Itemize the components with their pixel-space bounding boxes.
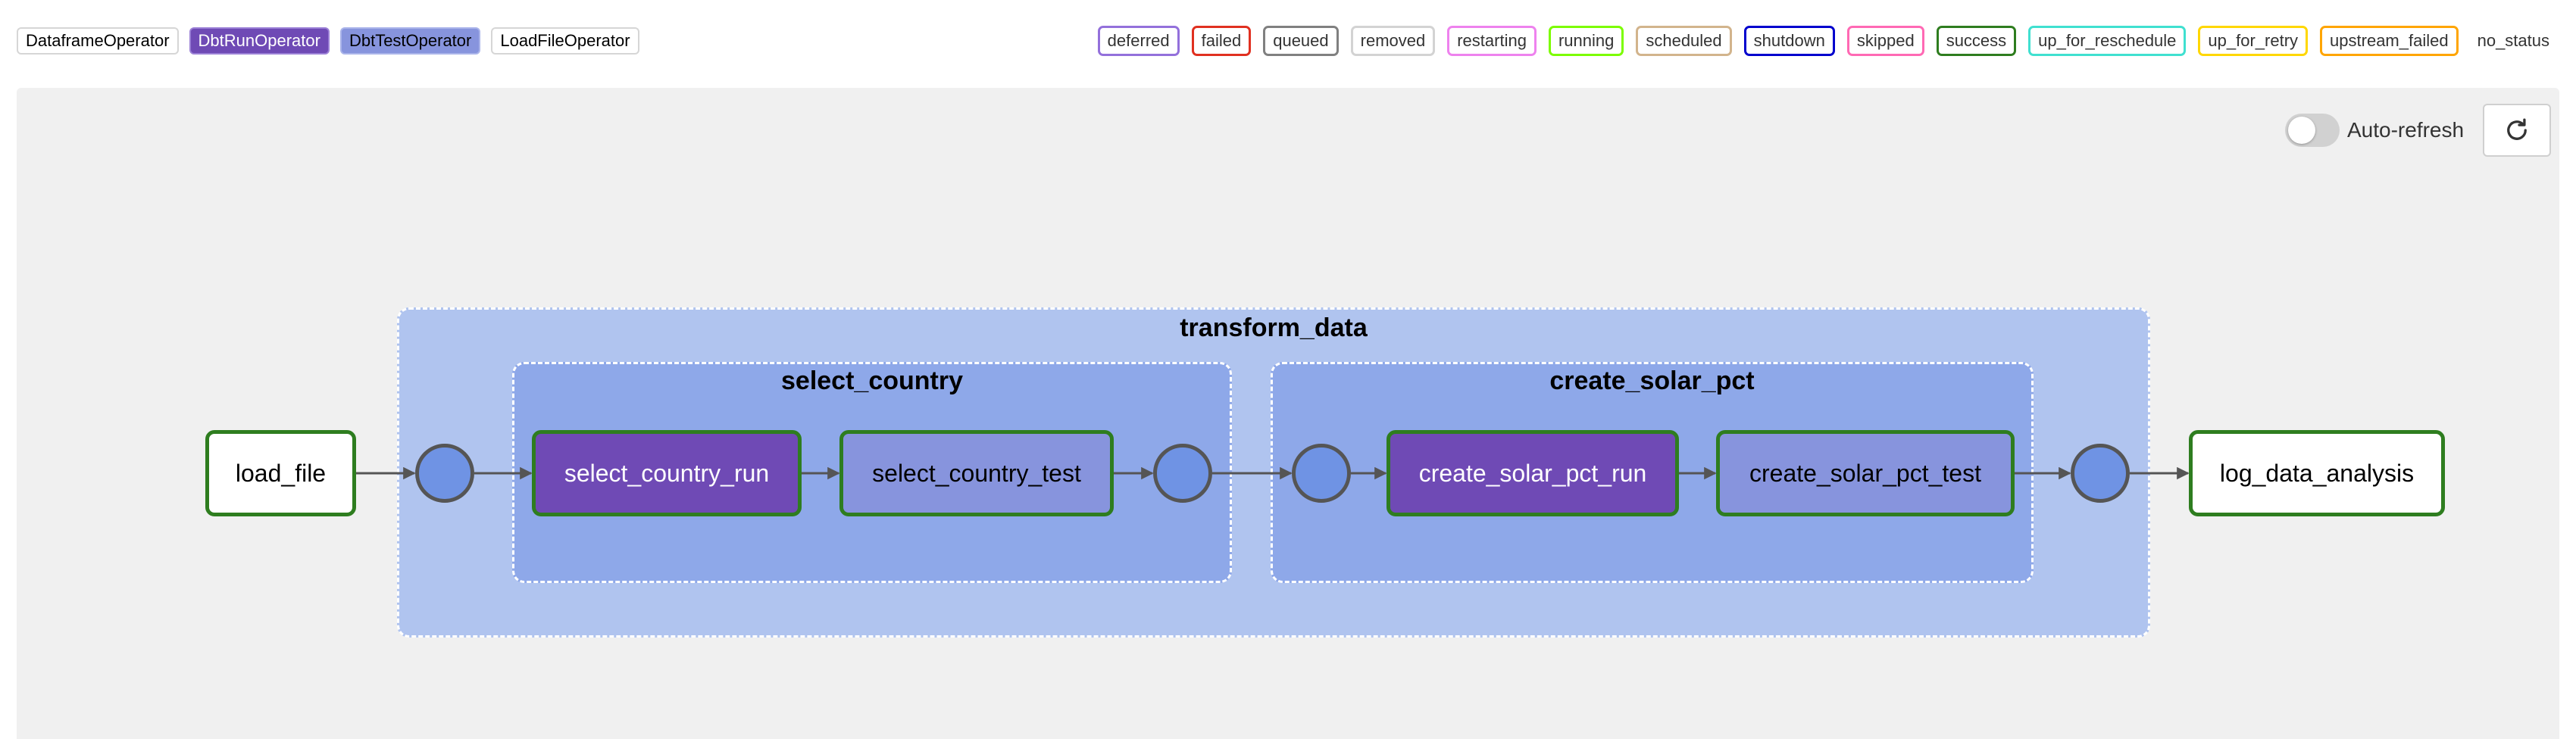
state-legend-chip: skipped: [1846, 26, 1924, 56]
operator-legend-chip: LoadFileOperator: [491, 27, 639, 55]
task-select-country-test[interactable]: select_country_test: [839, 430, 1114, 516]
join-node[interactable]: [1153, 444, 1212, 503]
state-legend-chip: upstream_failed: [2320, 26, 2459, 56]
state-legend: deferred failed queued removed restarting run…: [1086, 26, 2559, 56]
join-node[interactable]: [1292, 444, 1351, 503]
group-title: transform_data: [1180, 313, 1368, 342]
state-legend-chip: restarting: [1447, 26, 1537, 56]
group-title: select_country: [781, 366, 963, 395]
auto-refresh-toggle[interactable]: Auto-refresh: [2285, 114, 2464, 147]
task-create-solar-pct-run[interactable]: create_solar_pct_run: [1386, 430, 1679, 516]
state-legend-chip: up_for_reschedule: [2028, 26, 2187, 56]
task-load-file[interactable]: load_file: [205, 430, 356, 516]
task-create-solar-pct-test[interactable]: create_solar_pct_test: [1716, 430, 2015, 516]
state-legend-chip: failed: [1191, 26, 1252, 56]
state-legend-chip: shutdown: [1743, 26, 1835, 56]
join-node[interactable]: [2071, 444, 2130, 503]
task-select-country-run[interactable]: select_country_run: [532, 430, 802, 516]
state-legend-chip: removed: [1350, 26, 1436, 56]
state-legend-chip: up_for_retry: [2198, 26, 2309, 56]
task-log-data-analysis[interactable]: log_data_analysis: [2189, 430, 2445, 516]
state-legend-chip: success: [1936, 26, 2017, 56]
state-legend-chip: deferred: [1097, 26, 1180, 56]
refresh-icon: [2507, 118, 2527, 140]
state-legend-chip: no_status: [2477, 31, 2549, 50]
state-legend-chip: running: [1548, 26, 1624, 56]
toggle-knob: [2288, 117, 2315, 144]
operator-legend-chip: DbtRunOperator: [189, 27, 330, 55]
operator-legend: DataframeOperator DbtRunOperator DbtTestOp…: [17, 26, 650, 56]
operator-legend-chip: DataframeOperator: [17, 27, 179, 55]
state-legend-chip: scheduled: [1636, 26, 1732, 56]
refresh-button[interactable]: [2483, 104, 2551, 157]
toggle-switch[interactable]: [2285, 114, 2340, 147]
join-node[interactable]: [415, 444, 474, 503]
state-legend-chip: queued: [1263, 26, 1339, 56]
auto-refresh-label: Auto-refresh: [2347, 118, 2465, 142]
group-title: create_solar_pct: [1549, 366, 1755, 395]
operator-legend-chip: DbtTestOperator: [339, 27, 481, 55]
